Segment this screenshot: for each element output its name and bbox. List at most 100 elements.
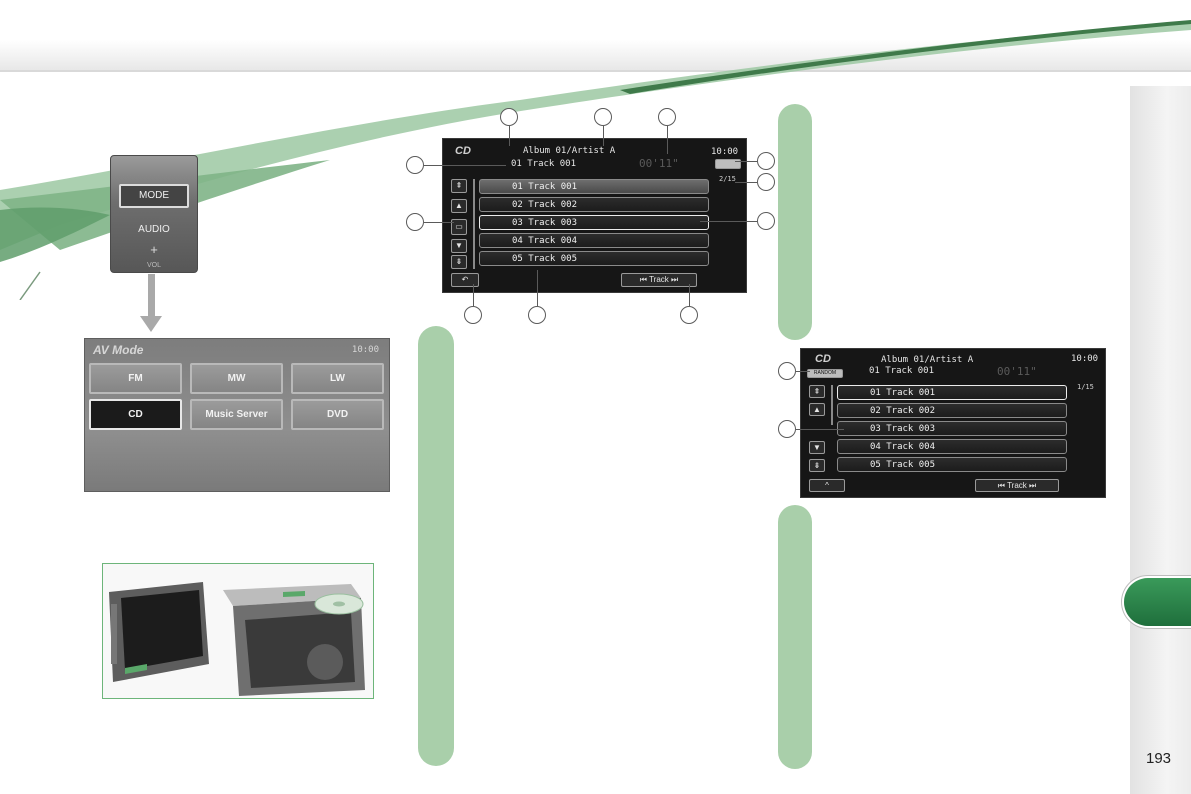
track-row[interactable]: 03 Track 003 xyxy=(837,421,1067,436)
track-label: 05 Track 005 xyxy=(512,253,578,264)
track-row[interactable]: 05 Track 005 xyxy=(837,457,1067,472)
album-artist-label: Album 01/Artist A xyxy=(523,146,616,156)
chapter-tab[interactable] xyxy=(1124,578,1191,626)
clock: 10:00 xyxy=(1071,354,1099,364)
track-label: 04 Track 004 xyxy=(870,441,936,452)
scrollbar[interactable] xyxy=(831,385,833,425)
elapsed-time: 00'11" xyxy=(639,157,679,170)
callout-circle xyxy=(594,108,612,126)
album-artist-label: Album 01/Artist A xyxy=(881,355,974,365)
collapse-button[interactable]: ^ xyxy=(809,479,845,492)
leader-line xyxy=(796,371,810,372)
scroll-up-icon[interactable]: ▲ xyxy=(809,403,825,416)
track-row[interactable]: 02 Track 002 xyxy=(837,403,1067,418)
scroll-down-icon[interactable]: ▼ xyxy=(451,239,467,253)
av-button-fm[interactable]: FM xyxy=(89,363,182,394)
current-track-label: 01 Track 001 xyxy=(511,159,577,169)
clock: 10:00 xyxy=(711,147,739,157)
leader-line xyxy=(689,284,690,306)
av-mode-title: AV Mode xyxy=(93,343,144,357)
cd-insertion-photo xyxy=(102,563,374,699)
callout-circle xyxy=(500,108,518,126)
leader-line xyxy=(796,429,844,430)
track-label: 05 Track 005 xyxy=(870,459,936,470)
av-button-mw[interactable]: MW xyxy=(190,363,283,394)
track-row[interactable]: 04 Track 004 xyxy=(837,439,1067,454)
cd-logo: CD xyxy=(455,145,471,157)
mode-button-panel: MODE AUDIO + VOL xyxy=(110,155,198,273)
av-mode-screen: AV Mode 10:00 FM MW LW CD Music Server D… xyxy=(84,338,390,492)
leader-line xyxy=(424,222,454,223)
elapsed-time: 00'11" xyxy=(997,365,1037,378)
av-button-music-server[interactable]: Music Server xyxy=(190,399,283,430)
callout-circle xyxy=(406,213,424,231)
top-band xyxy=(0,0,1191,72)
cd-main-screen: CD Album 01/Artist A 01 Track 001 00'11"… xyxy=(442,138,747,293)
random-badge[interactable]: RANDOM xyxy=(807,369,843,378)
callout-circle xyxy=(757,152,775,170)
leader-line xyxy=(735,182,757,183)
leader-line xyxy=(667,126,668,154)
track-row[interactable]: 01 Track 001 xyxy=(479,179,709,194)
track-row[interactable]: 04 Track 004 xyxy=(479,233,709,248)
page-number: 193 xyxy=(1146,750,1172,767)
track-row[interactable]: 05 Track 005 xyxy=(479,251,709,266)
page-down-icon[interactable]: ⇟ xyxy=(809,459,825,472)
av-button-lw[interactable]: LW xyxy=(291,363,384,394)
right-sidebar xyxy=(1130,86,1191,794)
repeat-icon[interactable] xyxy=(715,159,741,169)
leader-line xyxy=(603,126,604,146)
volume-label: VOL xyxy=(146,262,161,269)
track-label: 02 Track 002 xyxy=(512,199,578,210)
leader-line xyxy=(700,221,757,222)
callout-circle xyxy=(757,212,775,230)
cd-secondary-screen: CD Album 01/Artist A 01 Track 001 00'11"… xyxy=(800,348,1106,498)
green-bar-top-right xyxy=(778,104,812,340)
track-count: 1/15 xyxy=(1077,383,1094,391)
track-count: 2/15 xyxy=(719,175,736,183)
down-arrow-head-icon xyxy=(140,316,162,332)
cd-logo: CD xyxy=(815,353,831,365)
track-label: 04 Track 004 xyxy=(512,235,578,246)
callout-circle xyxy=(658,108,676,126)
page-down-icon[interactable]: ⇟ xyxy=(451,255,467,269)
av-button-dvd[interactable]: DVD xyxy=(291,399,384,430)
track-row[interactable]: 01 Track 001 xyxy=(837,385,1067,400)
leader-line xyxy=(735,161,757,162)
scroll-up-icon[interactable]: ▲ xyxy=(451,199,467,213)
scrollbar[interactable] xyxy=(473,179,475,269)
green-bar-bottom-right xyxy=(778,505,812,769)
scroll-down-icon[interactable]: ▼ xyxy=(809,441,825,454)
page-up-icon[interactable]: ⇞ xyxy=(451,179,467,193)
track-skip-button[interactable]: ⏮ Track ⏭ xyxy=(975,479,1059,492)
leader-line xyxy=(509,126,510,146)
av-clock: 10:00 xyxy=(351,345,379,355)
track-skip-button[interactable]: ⏮ Track ⏭ xyxy=(621,273,697,287)
back-button[interactable]: ↶ xyxy=(451,273,479,287)
leader-line xyxy=(537,270,538,306)
track-label: 03 Track 003 xyxy=(512,217,578,228)
leader-line xyxy=(473,284,474,306)
folder-icon[interactable]: ▭ xyxy=(451,219,467,235)
track-label: 02 Track 002 xyxy=(870,405,936,416)
volume-plus-label[interactable]: + xyxy=(150,242,158,257)
callout-circle xyxy=(778,420,796,438)
track-label: 01 Track 001 xyxy=(512,181,578,192)
track-row[interactable]: 03 Track 003 xyxy=(479,215,709,230)
down-arrow-icon xyxy=(148,274,155,318)
leader-line xyxy=(424,165,506,166)
track-label: 01 Track 001 xyxy=(870,387,936,398)
current-track-label: 01 Track 001 xyxy=(869,366,935,376)
device-illustration xyxy=(109,582,365,696)
green-bar-mid xyxy=(418,326,454,766)
top-rule xyxy=(0,70,1191,72)
page-up-icon[interactable]: ⇞ xyxy=(809,385,825,398)
audio-button-label[interactable]: AUDIO xyxy=(138,224,170,235)
av-button-cd[interactable]: CD xyxy=(89,399,182,430)
track-label: 03 Track 003 xyxy=(870,423,936,434)
callout-circle xyxy=(757,173,775,191)
track-row[interactable]: 02 Track 002 xyxy=(479,197,709,212)
mode-button[interactable]: MODE xyxy=(119,184,189,208)
callout-circle xyxy=(464,306,482,324)
callout-circle xyxy=(406,156,424,174)
